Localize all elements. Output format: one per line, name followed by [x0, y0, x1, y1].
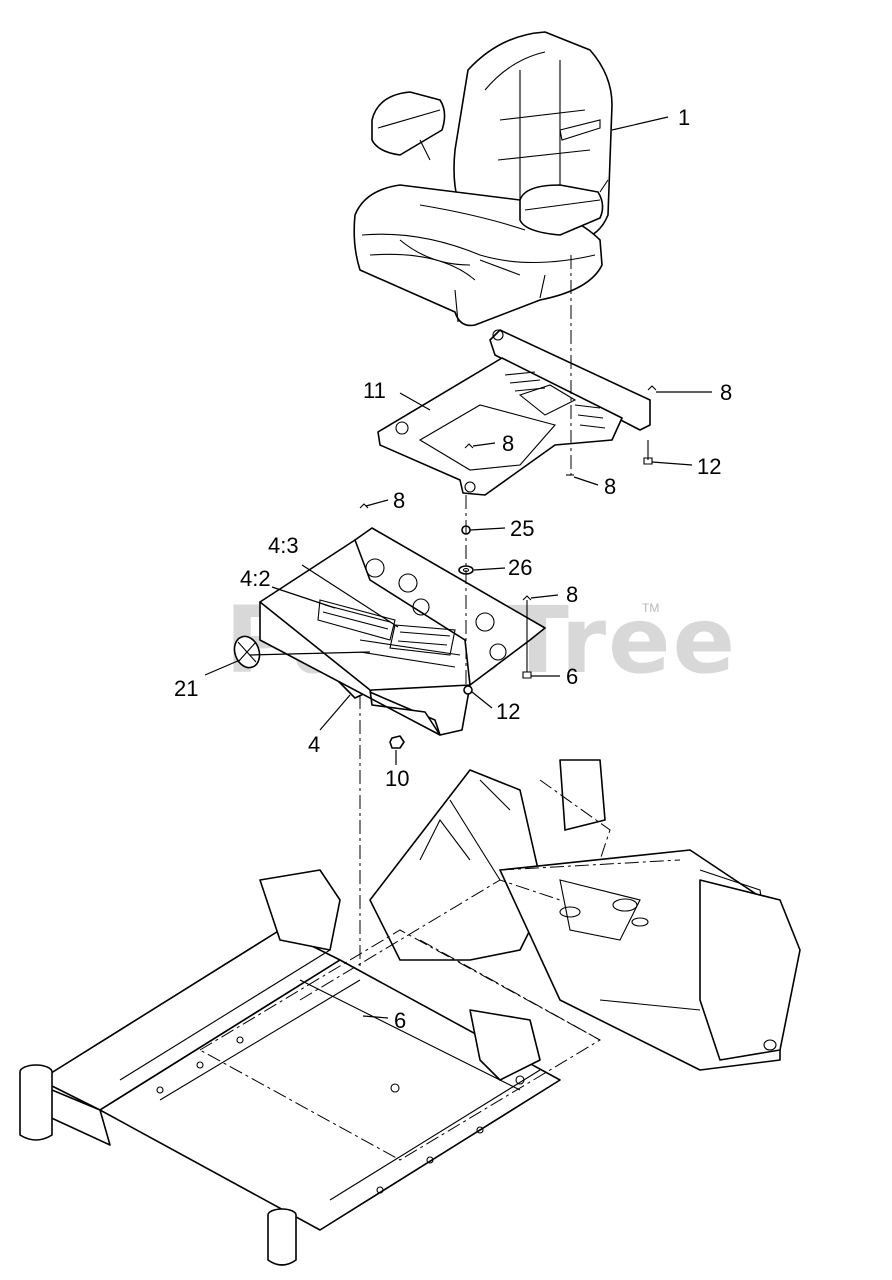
callout-4: 4: [308, 732, 320, 757]
centerlines: [359, 255, 572, 1010]
seat-assembly: [353, 31, 613, 327]
callout-25: 25: [510, 516, 534, 541]
callout-8-mid: 8: [566, 582, 578, 607]
callout-8-left: 8: [393, 488, 405, 513]
watermark-trademark: TM: [642, 601, 659, 615]
chassis-frame: [19, 759, 801, 1266]
callout-12-right: 12: [697, 454, 721, 479]
callout-26: 26: [508, 555, 532, 580]
callout-1: 1: [678, 105, 690, 130]
callout-11: 11: [363, 378, 386, 403]
callout-4-2: 4:2: [240, 566, 271, 591]
xpertt-emblem: [233, 635, 261, 669]
decal-4-2: [317, 599, 396, 641]
callout-6-lower: 6: [394, 1008, 406, 1033]
callout-12-lower: 12: [496, 699, 520, 724]
seat-pan: [259, 527, 546, 736]
callout-4-3: 4:3: [268, 533, 299, 558]
callout-6-upper: 6: [566, 664, 578, 689]
leader-lines: [204, 116, 712, 1019]
callout-8-right: 8: [720, 380, 732, 405]
callout-labels: 1 11 8 12 8 8 8 25 26 4:3 4:2 8 6 21 12 …: [174, 105, 732, 1033]
callout-10: 10: [385, 766, 409, 791]
hardware: [356, 385, 657, 1019]
callout-8-below-plate: 8: [604, 474, 616, 499]
decal-4-3: [389, 624, 456, 656]
callout-21: 21: [174, 676, 198, 701]
callout-8-plate: 8: [502, 431, 514, 456]
seat-plate: [377, 357, 623, 496]
